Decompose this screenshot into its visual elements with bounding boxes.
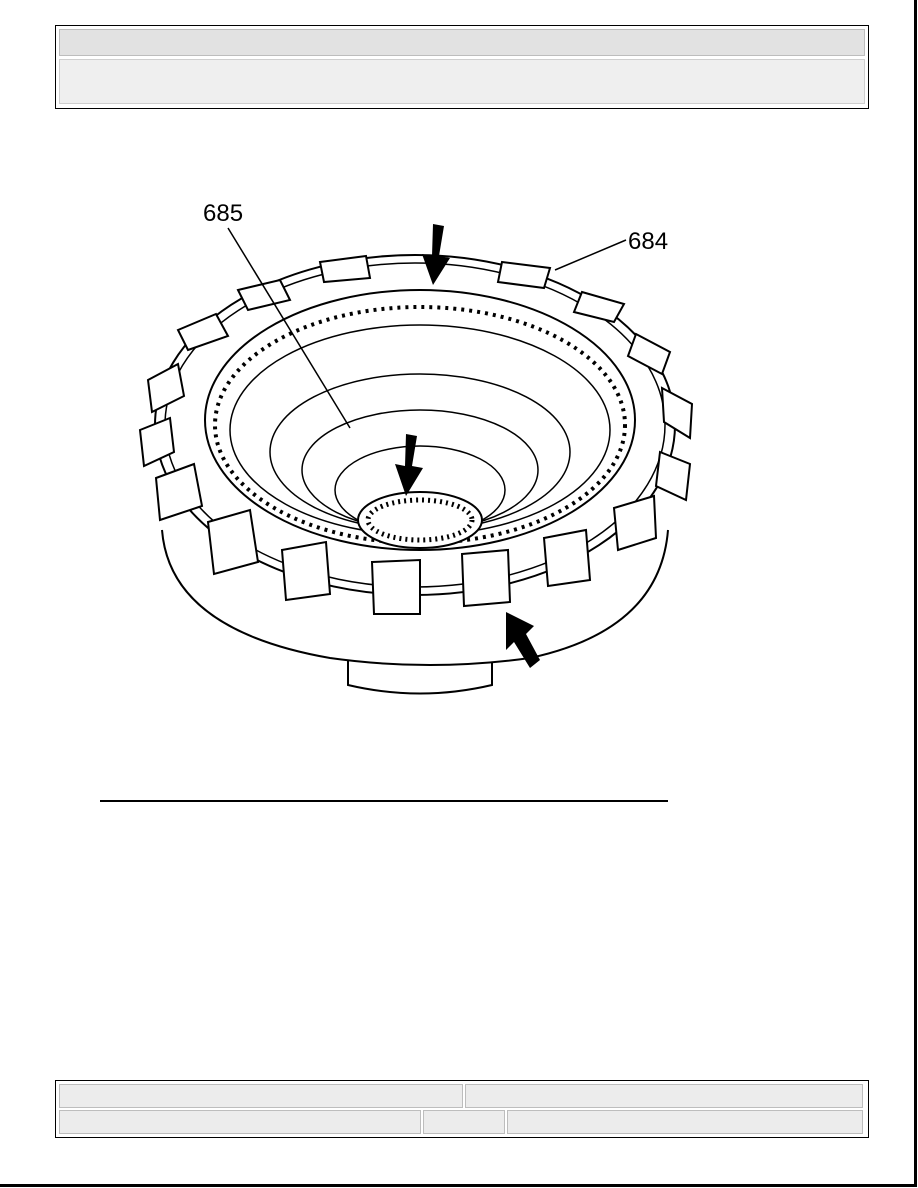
arrow-center (395, 434, 423, 496)
callout-684-leader (554, 239, 627, 271)
footer-cell-middle-bottom (423, 1110, 505, 1134)
hub-bore (357, 491, 483, 549)
clutch-housing-drawing (138, 224, 694, 695)
header-subtitle-bar (59, 59, 865, 104)
component-illustration (130, 190, 710, 710)
external-lugs (138, 254, 694, 615)
footer-cell-left-top (59, 1084, 463, 1108)
document-header (55, 25, 869, 109)
indicator-arrows (395, 224, 540, 668)
hub-bore-splines (365, 497, 475, 543)
header-title-bar (59, 29, 865, 56)
callout-685-leader (227, 227, 351, 429)
section-divider (100, 800, 668, 802)
callout-685-label: 685 (203, 200, 244, 227)
footer-cell-left-bottom (59, 1110, 421, 1134)
arrow-top (422, 224, 450, 285)
spline-ring-outer (204, 289, 636, 551)
arrow-bottom-right (506, 612, 540, 668)
document-footer (55, 1080, 869, 1138)
footer-cell-right-top (465, 1084, 863, 1108)
callout-684-label: 684 (628, 228, 669, 255)
footer-cell-right-bottom (507, 1110, 863, 1134)
